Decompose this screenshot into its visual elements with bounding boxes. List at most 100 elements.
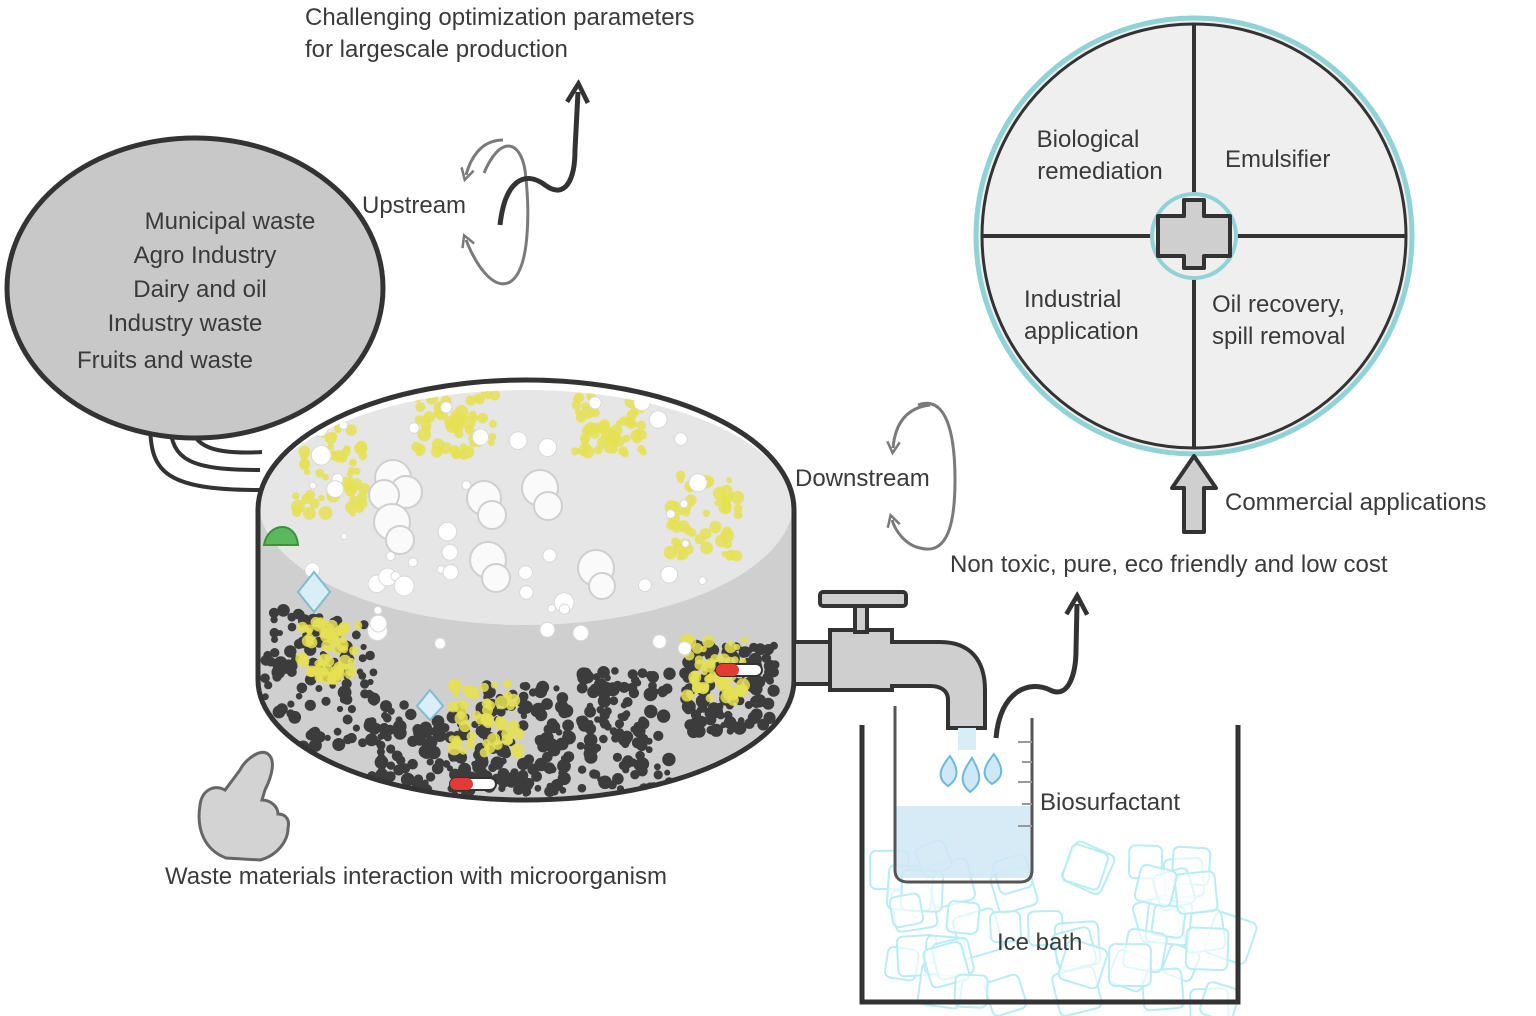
microbe-particle [663,545,678,560]
sediment-particle [341,678,352,689]
sediment-particle [546,782,554,790]
microbe-particle [482,739,491,748]
ice-cube-icon [1173,870,1219,915]
microbe-particle [636,420,646,431]
waste-source-bubble [4,135,386,492]
gas-bubble [572,624,590,642]
sediment-particle [597,694,612,708]
sediment-particle [621,756,634,769]
sediment-particle [578,719,591,732]
microbe-particle [318,494,325,502]
sediment-particle [762,672,772,682]
sediment-particle [622,697,633,707]
downstream-label: Downstream [795,465,930,492]
sediment-particle [594,716,601,723]
sediment-particle [508,771,518,782]
gas-bubble [434,637,447,650]
plus-cross-icon [1156,198,1232,270]
sediment-particle [557,759,571,773]
gas-bubble [588,396,602,410]
gas-bubble [698,576,707,585]
optimization-note: Challenging optimization parameters for … [305,2,695,67]
gas-bubble [660,565,679,584]
sediment-particle [284,645,297,658]
sediment-particle [337,685,352,700]
ice-cube-icon [1199,981,1241,1016]
microbe-particle [515,751,523,759]
microbe-particle [344,670,354,679]
gas-bubble [440,401,453,414]
microbe-particle [340,636,347,644]
sediment-particle [393,726,407,740]
sediment-particle [527,763,539,776]
microbe-particle [459,700,469,710]
sediment-particle [356,668,364,676]
microbe-particle [318,506,333,520]
sediment-particle [587,685,600,699]
sediment-particle [653,770,663,780]
microbe-particle [417,427,431,442]
waste-source-item: Agro Industry [133,242,277,269]
microbe-particle [701,668,708,676]
sediment-particle [630,725,638,733]
ice-cube-icon [953,973,989,1009]
microbe-particle [630,429,642,441]
microbe-particle [423,411,436,423]
microbe-particle [466,731,477,742]
gas-bubble [437,521,458,542]
sediment-particle [763,711,776,725]
sediment-particle [645,746,653,754]
sediment-particle [308,738,322,752]
sediment-particle [555,700,569,714]
sediment-particle [413,774,424,784]
microbe-particle [733,503,743,513]
microbe-particle [425,392,438,405]
commercial-arrow [1170,454,1218,534]
microbe-particle [724,641,737,654]
microbe-particle [449,415,464,429]
sediment-particle [287,700,295,708]
microbe-particle [702,635,715,648]
sediment-particle [732,721,747,735]
sediment-particle [272,672,282,682]
microbe-particle [502,681,509,687]
sediment-particle [664,769,671,776]
microbe-particle [722,687,736,701]
sediment-particle [584,750,598,764]
sediment-particle [419,724,434,739]
sediment-particle [767,684,780,697]
sediment-particle [657,685,669,697]
sediment-particle [271,636,278,643]
gas-bubble [688,473,708,493]
reactor-tank [255,377,797,803]
gas-bubble [519,585,534,600]
sediment-particle [609,696,619,706]
sediment-particle [343,734,353,745]
sediment-particle [599,678,607,686]
sediment-particle [524,778,535,788]
gas-bubble [338,420,349,430]
ice-cube-icon [1061,843,1109,891]
sediment-particle [324,734,331,742]
app-oil-recovery: Oil recovery, spill removal [1212,289,1345,354]
sediment-particle [738,646,745,653]
app-biological-line1: Biological [1036,126,1140,153]
microbe-particle [705,693,714,703]
microbe-particle [714,500,721,507]
sediment-particle [268,607,280,619]
microbe-particle [461,415,476,430]
sediment-particle [697,706,704,714]
microbe-particle [580,441,591,452]
microbe-particle [626,419,637,429]
microbe-particle [459,747,467,755]
sediment-particle [420,747,433,759]
commercial-applications-label: Commercial applications [1225,489,1487,516]
sediment-particle [342,714,353,725]
microbe-particle [615,420,623,427]
gas-bubble [310,445,332,466]
sediment-particle [298,610,305,618]
microbe-particle [477,412,489,424]
microbe-particle [293,504,303,514]
app-oil-recovery-line1: Oil recovery, [1212,291,1345,318]
sediment-particle [534,734,545,746]
